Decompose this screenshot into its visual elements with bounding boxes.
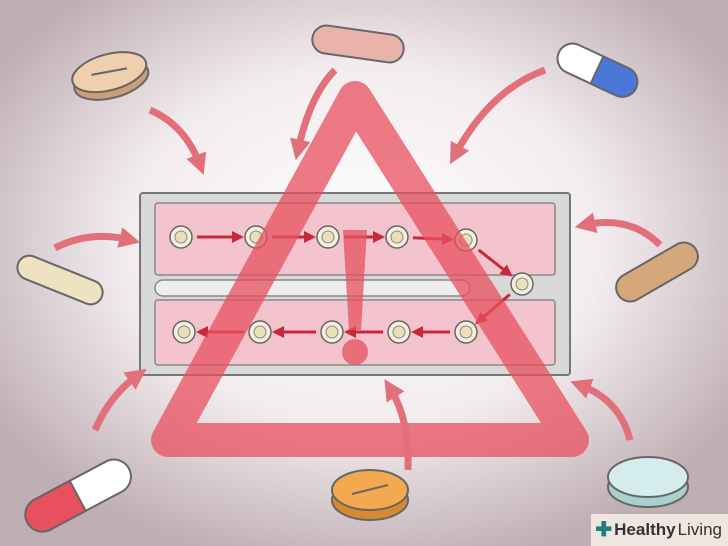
watermark-brand-bold: Healthy: [614, 519, 676, 539]
blister-pill: [248, 320, 272, 344]
blister-pill: [320, 320, 344, 344]
blister-pill: [387, 320, 411, 344]
loose-pills: [16, 24, 699, 533]
blister-pill: [316, 225, 340, 249]
watermark-brand-light: Living: [677, 519, 722, 539]
arrows: [53, 66, 663, 471]
blister-pill: [172, 320, 196, 344]
sequence-arrow: [477, 248, 513, 277]
warning-triangle-icon: [151, 81, 589, 457]
blister-pill: [169, 225, 193, 249]
blister-pill: [385, 225, 409, 249]
healthy-living-watermark: ✚ Healthy Living: [591, 514, 728, 546]
blister-pill: [454, 320, 478, 344]
plus-logo-icon: ✚: [595, 519, 613, 541]
blister-pill: [510, 272, 534, 296]
